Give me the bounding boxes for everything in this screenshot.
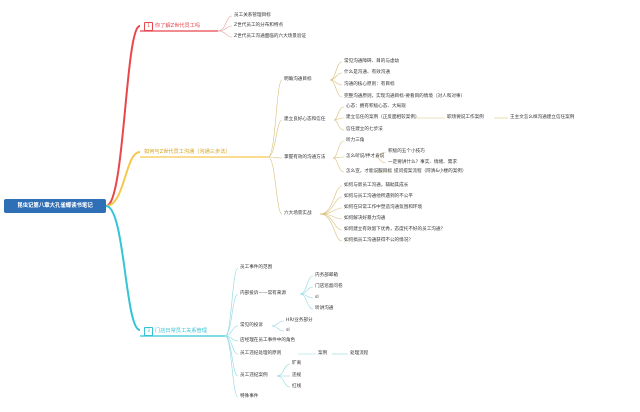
b2-g3-item-2[interactable]: 怎么听说/拌才肯说 [346, 154, 385, 159]
b3-violation-sub-1[interactable]: 旷离 [292, 361, 302, 366]
b3-scope[interactable]: 员工事件的范围 [240, 265, 273, 270]
b2-g2-item-3[interactable]: 信任建立的七步法 [346, 127, 383, 132]
b2-g4-item-1[interactable]: 如何与新员工沟通，辅助其成长 [344, 183, 409, 188]
branch-1-number: 1 [144, 22, 153, 31]
b3-handle-sub-2[interactable]: 处理流程 [350, 351, 369, 356]
b2-g3-sub-c[interactable]: 提问提案流程（阿清&小楼的案例） [394, 169, 467, 174]
b2-g3-sub-a[interactable]: 积极的五个小技巧 [388, 149, 425, 154]
b3-violation-sub-3[interactable]: 红线 [292, 384, 302, 389]
branch-1-label: 你了解Z世代员工吗 [155, 23, 201, 29]
b2-g2-sub-2[interactable]: 王主文怎么样沟通建立信任案例 [510, 115, 575, 120]
b2-g2-item-1[interactable]: 心态：拥有积极心态、大局观 [346, 104, 406, 109]
b3-common-sub-1[interactable]: HR/业务部分 [286, 318, 313, 323]
b2-g1-item-4[interactable]: 完整沟通原则，实现沟通目标-要看目的情境（对人和对事） [344, 94, 466, 99]
b3-violation[interactable]: 员工违纪案例 [240, 373, 268, 378]
b3-common[interactable]: 常见的投诉 [240, 323, 263, 328]
b2-g1-item-3[interactable]: 沟通的核心原则：有目标 [344, 82, 395, 87]
b1-item-3[interactable]: Z世代员工沟通面临的六大场景验证 [234, 34, 307, 39]
b3-handle-sub[interactable]: 案例 [318, 351, 328, 356]
b2-g1-item-2[interactable]: 什么是沟通、有效沟通 [344, 70, 390, 75]
b2-g4-item-6[interactable]: 如何搞员工沟通获得不公的情况？ [344, 238, 413, 243]
b2-g2-item-2[interactable]: 建立信任的案例（正反面相较案例） [346, 115, 420, 120]
b3-violation-sub-2[interactable]: 违规 [292, 373, 302, 378]
b2-g4-item-5[interactable]: 如何建立有效留下优秀，态度托不好的员工沟通？ [344, 227, 446, 232]
b3-internal-sub-2[interactable]: 门店巡督问卷 [315, 284, 343, 289]
b2-g3-label[interactable]: 掌握有效的沟通方法 [284, 155, 326, 160]
branch-2-label: 如何与Z世代员工沟通（沟通三步法） [144, 149, 231, 155]
b2-g4-item-4[interactable]: 如何解决好暴力沟通 [344, 216, 386, 221]
b3-handle[interactable]: 员工违纪处理的原则 [240, 351, 282, 356]
b2-g3-item-1[interactable]: 听力三角 [346, 138, 365, 143]
branch-3-label: 门店日常员工关系管理 [155, 328, 207, 334]
b3-internal-sub-1[interactable]: 内务部邮箱 [315, 273, 338, 278]
b2-g2-sub-1[interactable]: 职场要说工作案例 [447, 115, 484, 120]
b3-common-sub-2[interactable]: sl [286, 328, 290, 333]
b2-g4-item-3[interactable]: 如何在日常工作中塑造沟通氛围和环境 [344, 205, 423, 210]
b3-internal-sub-4[interactable]: 听讲沟通 [315, 306, 334, 311]
b1-item-2[interactable]: Z世代员工的分布和特点 [234, 23, 284, 28]
b2-g4-label[interactable]: 六大场景实战 [284, 211, 312, 216]
b3-role[interactable]: 店经理在员工事件中的角色 [240, 338, 296, 343]
b2-g4-item-2[interactable]: 如何与员工沟通他所遇到的不公平 [344, 194, 413, 199]
b3-internal[interactable]: 内部投诉——常有来源 [240, 291, 286, 296]
b3-special[interactable]: 特殊事件 [240, 394, 259, 399]
root-topic[interactable]: 昆虫记第八章大孔雀蝶读书笔记 [4, 199, 106, 213]
b2-g1-label[interactable]: 明确沟通目标 [284, 77, 312, 82]
b2-g3-sub-b[interactable]: 一定要讲什么？事实、情绪、需求 [388, 160, 457, 165]
b1-item-1[interactable]: 员工关系管理目标 [234, 13, 271, 18]
b2-g3-item-3[interactable]: 怎么宣，才能说服目标 [346, 169, 392, 174]
b3-internal-sub-3[interactable]: sl [315, 295, 319, 300]
branch-3-number: 3 [144, 327, 153, 336]
b2-g2-label[interactable]: 建立良好心态和信任 [284, 117, 326, 122]
branch-2-topic[interactable]: 如何与Z世代员工沟通（沟通三步法） [140, 147, 235, 157]
b2-g1-item-1[interactable]: 常见沟通障碍、目的与虚幼 [344, 59, 400, 64]
